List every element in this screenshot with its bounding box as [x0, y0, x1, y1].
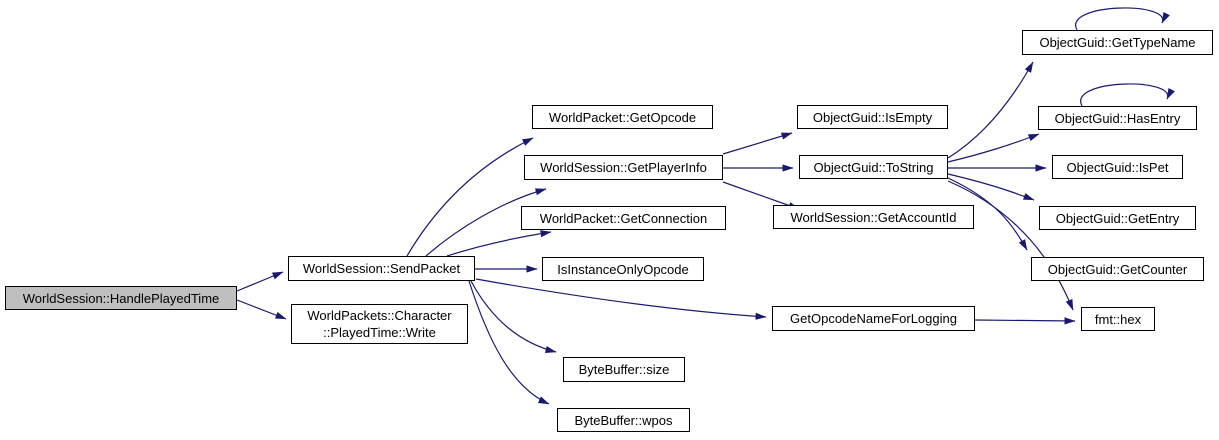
- node-label: WorldSession::SendPacket: [302, 261, 461, 276]
- node-byte-buffer-size[interactable]: ByteBuffer::size: [563, 357, 685, 382]
- edge-to-string-to-fmt-hex: [947, 180, 1074, 311]
- edge-handle-played-time-to-send-packet: [236, 271, 284, 292]
- node-to-string[interactable]: ObjectGuid::ToString: [799, 155, 948, 179]
- node-label: WorldPacket::GetConnection: [539, 210, 708, 226]
- node-get-entry[interactable]: ObjectGuid::GetEntry: [1039, 206, 1196, 230]
- node-send-packet[interactable]: WorldSession::SendPacket: [288, 256, 475, 281]
- node-is-empty[interactable]: ObjectGuid::IsEmpty: [797, 105, 948, 129]
- edge-to-string-to-get-type-name: [947, 61, 1034, 159]
- node-label: ObjectGuid::HasEntry: [1054, 110, 1181, 126]
- node-byte-buffer-wpos[interactable]: ByteBuffer::wpos: [557, 408, 690, 432]
- edge-to-string-to-has-entry: [947, 133, 1040, 163]
- node-label: ObjectGuid::GetCounter: [1047, 261, 1188, 277]
- node-label: ByteBuffer::size: [578, 362, 670, 377]
- node-played-time-write[interactable]: WorldPackets::Character::PlayedTime::Wri…: [291, 304, 468, 344]
- node-label: WorldSession::HandlePlayedTime: [22, 290, 220, 306]
- node-is-instance-only-opcode[interactable]: IsInstanceOnlyOpcode: [542, 257, 704, 281]
- node-get-counter[interactable]: ObjectGuid::GetCounter: [1031, 257, 1204, 281]
- node-label: ::PlayedTime::Write: [323, 325, 436, 340]
- edge-send-packet-to-get-opcode: [406, 137, 534, 257]
- node-label: ObjectGuid::IsEmpty: [812, 109, 933, 125]
- node-get-opcode[interactable]: WorldPacket::GetOpcode: [532, 105, 713, 129]
- edge-handle-played-time-to-played-time-write: [236, 299, 287, 320]
- node-label: ByteBuffer::wpos: [574, 412, 673, 428]
- edge-get-player-info-to-is-empty: [722, 132, 793, 155]
- node-label: ObjectGuid::GetTypeName: [1039, 35, 1196, 50]
- node-label: ObjectGuid::IsPet: [1066, 159, 1169, 175]
- node-label: GetOpcodeNameForLogging: [790, 311, 957, 326]
- node-is-pet[interactable]: ObjectGuid::IsPet: [1052, 155, 1183, 179]
- node-label: fmt::hex: [1094, 311, 1142, 327]
- edge-get-opcode-name-for-logging-to-fmt-hex: [974, 317, 1076, 325]
- node-label: WorldPackets::Character: [307, 308, 452, 323]
- edge-send-packet-to-get-opcode-name-for-logging: [475, 278, 767, 320]
- edge-to-string-to-get-entry: [947, 173, 1035, 201]
- edge-get-type-name-to-get-type-name: [1075, 7, 1170, 31]
- edge-send-packet-to-byte-buffer-size: [470, 280, 557, 353]
- edge-send-packet-to-get-connection: [446, 230, 552, 257]
- edge-send-packet-to-byte-buffer-wpos: [468, 280, 550, 405]
- node-label: IsInstanceOnlyOpcode: [557, 261, 689, 277]
- node-get-type-name[interactable]: ObjectGuid::GetTypeName: [1022, 30, 1213, 55]
- node-get-connection[interactable]: WorldPacket::GetConnection: [521, 206, 726, 230]
- node-get-account-id[interactable]: WorldSession::GetAccountId: [773, 205, 974, 229]
- node-fmt-hex[interactable]: fmt::hex: [1081, 307, 1155, 331]
- node-label: ObjectGuid::GetEntry: [1055, 210, 1180, 226]
- edge-has-entry-to-has-entry: [1080, 83, 1175, 107]
- node-label: WorldSession::GetPlayerInfo: [540, 160, 707, 175]
- node-get-opcode-name-for-logging[interactable]: GetOpcodeNameForLogging: [772, 306, 975, 331]
- node-get-player-info[interactable]: WorldSession::GetPlayerInfo: [524, 155, 723, 180]
- node-label: WorldSession::GetAccountId: [790, 209, 957, 225]
- node-label: ObjectGuid::ToString: [813, 159, 934, 175]
- node-has-entry[interactable]: ObjectGuid::HasEntry: [1038, 106, 1197, 130]
- node-handle-played-time[interactable]: WorldSession::HandlePlayedTime: [5, 286, 237, 310]
- node-label: WorldPacket::GetOpcode: [548, 109, 697, 125]
